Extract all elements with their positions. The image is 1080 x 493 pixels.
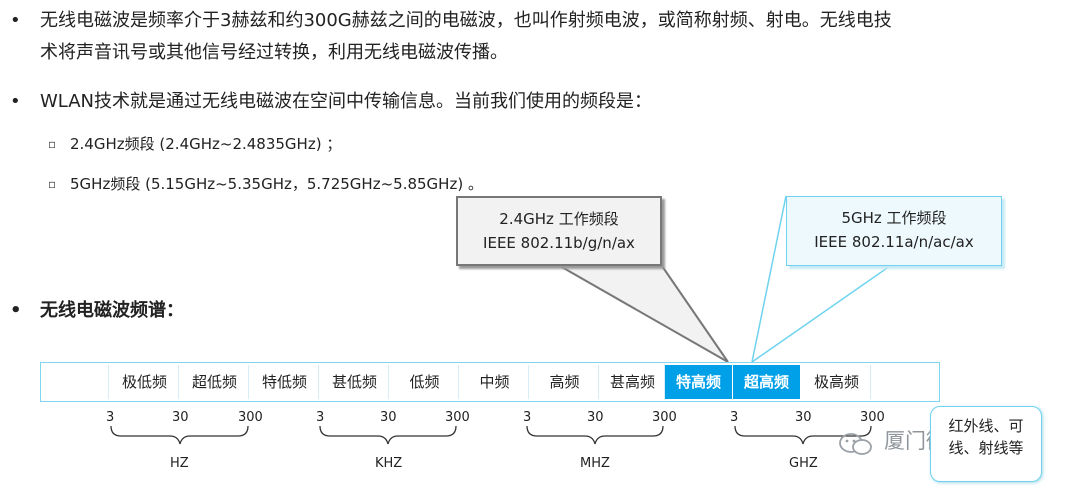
intro-line-1: 无线电磁波是频率介于3赫兹和约300G赫兹之间的电磁波，也叫作射频电波，或简称射…	[40, 10, 892, 31]
beyond-line-2: 线、射线等	[948, 439, 1024, 457]
brace-ghz	[734, 425, 872, 445]
brace-mhz	[526, 425, 664, 445]
tick-label: 3	[316, 410, 325, 425]
callout-5ghz-title: 5GHz 工作频段	[841, 209, 947, 227]
callout-5ghz-standard: IEEE 802.11a/n/ac/ax	[814, 233, 974, 251]
spectrum-cell-highlight: 超高频	[733, 365, 801, 399]
tick-label: 300	[238, 410, 263, 425]
square-bullet-icon: ▫	[48, 137, 57, 151]
pointer-5-right	[751, 265, 891, 363]
spectrum-cell: 低频	[391, 365, 459, 399]
spectrum-bar: 极低频 超低频 特低频 甚低频 低频 中频 高频 甚高频 特高频 超高频 极高频	[40, 362, 940, 402]
brace-khz	[319, 425, 457, 445]
spectrum-cell-highlight: 特高频	[665, 365, 733, 399]
spectrum-cell: 甚低频	[321, 365, 389, 399]
spectrum-cell: 特低频	[251, 365, 319, 399]
tick-label: 300	[860, 410, 885, 425]
tick-label: 30	[172, 410, 189, 425]
pointer-5-left	[751, 195, 787, 363]
spectrum-heading: 无线电磁波频谱：	[40, 300, 184, 321]
pointer-24-right	[661, 265, 729, 363]
bullet-dot-icon: •	[10, 91, 21, 112]
spectrum-cell: 极低频	[111, 365, 179, 399]
tick-label: 300	[445, 410, 470, 425]
pointer-24-left	[559, 265, 729, 363]
callout-24ghz-title: 2.4GHz 工作频段	[499, 210, 619, 228]
wechat-icon	[839, 433, 872, 455]
callout-24ghz-standard: IEEE 802.11b/g/n/ax	[483, 234, 635, 252]
tick-label: 30	[380, 410, 397, 425]
wlan-text: WLAN技术就是通过无线电磁波在空间中传输信息。当前我们使用的频段是：	[40, 91, 653, 112]
bullet-dot-icon: •	[10, 10, 21, 31]
callout-5ghz: 5GHz 工作频段 IEEE 802.11a/n/ac/ax	[786, 196, 1002, 266]
tick-label: 30	[587, 410, 604, 425]
brace-hz	[110, 425, 249, 445]
bullet-dot-icon: •	[10, 300, 22, 321]
spectrum-cell: 中频	[461, 365, 529, 399]
callout-24ghz: 2.4GHz 工作频段 IEEE 802.11b/g/n/ax	[456, 196, 662, 266]
tick-label: 3	[106, 410, 115, 425]
band-24-text: 2.4GHz频段 (2.4GHz~2.4835GHz) ；	[70, 135, 342, 153]
spectrum-cell: 甚高频	[601, 365, 665, 399]
band-5-text: 5GHz频段 (5.15GHz~5.35GHz，5.725GHz~5.85GHz…	[70, 175, 483, 193]
tick-label: 30	[795, 410, 812, 425]
unit-label: KHZ	[375, 456, 403, 471]
spectrum-cell: 极高频	[803, 365, 871, 399]
tick-label: 3	[730, 410, 739, 425]
spectrum-cell: 高频	[531, 365, 599, 399]
spectrum-cell	[43, 365, 109, 399]
unit-label: GHZ	[789, 456, 818, 471]
beyond-spectrum-box: 红外线、可 线、射线等	[930, 406, 1042, 482]
beyond-line-1: 红外线、可	[948, 417, 1024, 435]
tick-label: 3	[523, 410, 532, 425]
unit-label: HZ	[170, 456, 189, 471]
spectrum-cell: 超低频	[181, 365, 249, 399]
square-bullet-icon: ▫	[48, 177, 57, 191]
intro-line-2: 术将声音讯号或其他信号经过转换，利用无线电磁波传播。	[40, 42, 508, 63]
tick-label: 300	[652, 410, 677, 425]
unit-label: MHZ	[580, 456, 610, 471]
